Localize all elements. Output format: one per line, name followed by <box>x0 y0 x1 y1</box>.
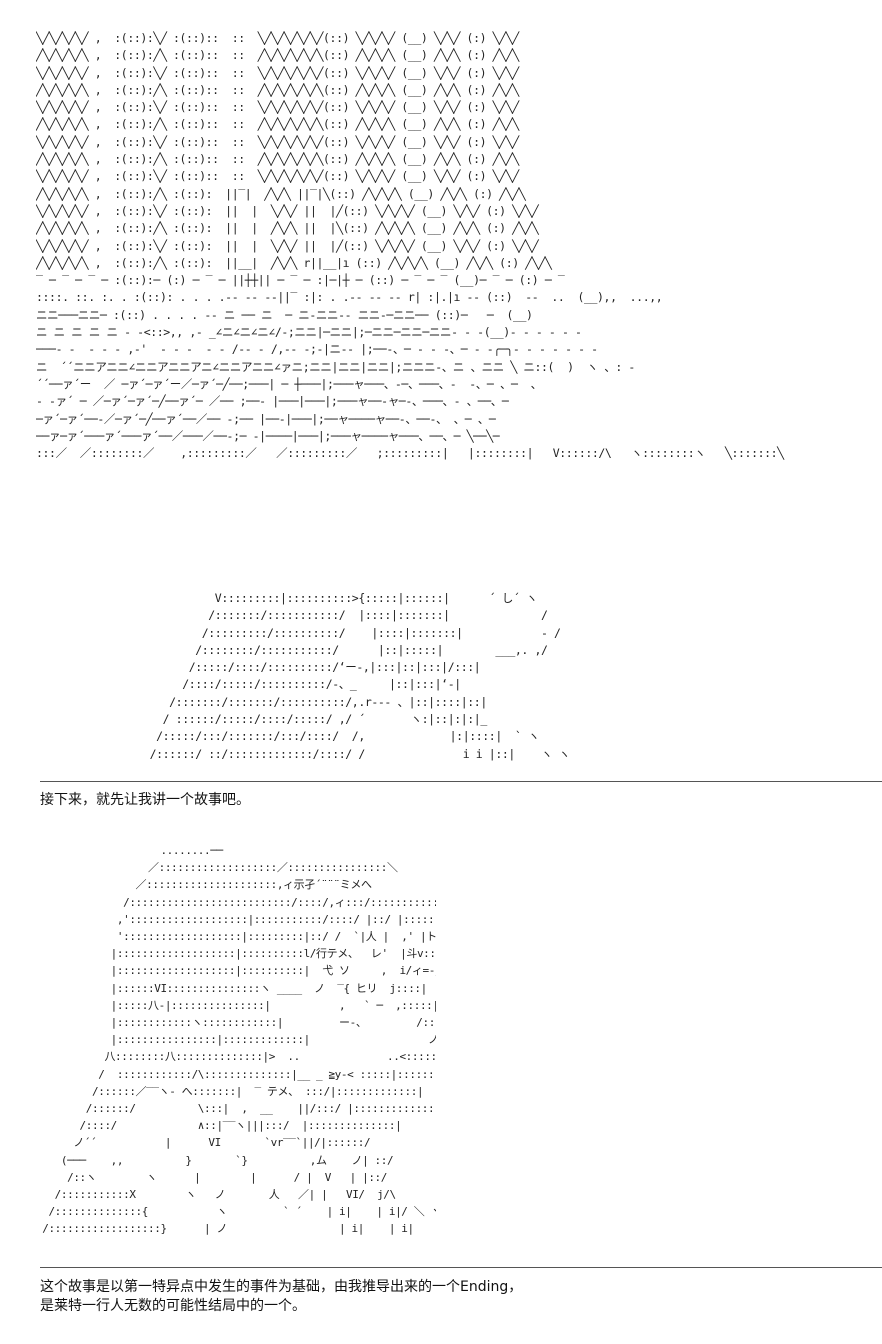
divider-line <box>40 781 882 782</box>
ascii-art-character-portrait: ........── ／:::::::::::::::::::／::::::::… <box>42 844 436 1236</box>
ascii-art-figure-scene: V:::::::::|::::::::::>{:::::|::::::| ´ し… <box>149 591 571 761</box>
ascii-art-castle-scene: ╲╱╲╱╲╱╲╱ , :(::):╲╱ :(::):: :: ╲╱╲╱╲╱╲╱╲… <box>36 31 784 461</box>
narration-text: 这个故事是以第一特异点中发生的事件为基础，由我推导出来的一个Ending， <box>40 1279 523 1295</box>
divider-line <box>40 1267 882 1268</box>
narration-text: 是莱特一行人无数的可能性结局中的一个。 <box>40 1298 306 1314</box>
narration-text: 接下来，就先让我讲一个故事吧。 <box>40 792 250 808</box>
